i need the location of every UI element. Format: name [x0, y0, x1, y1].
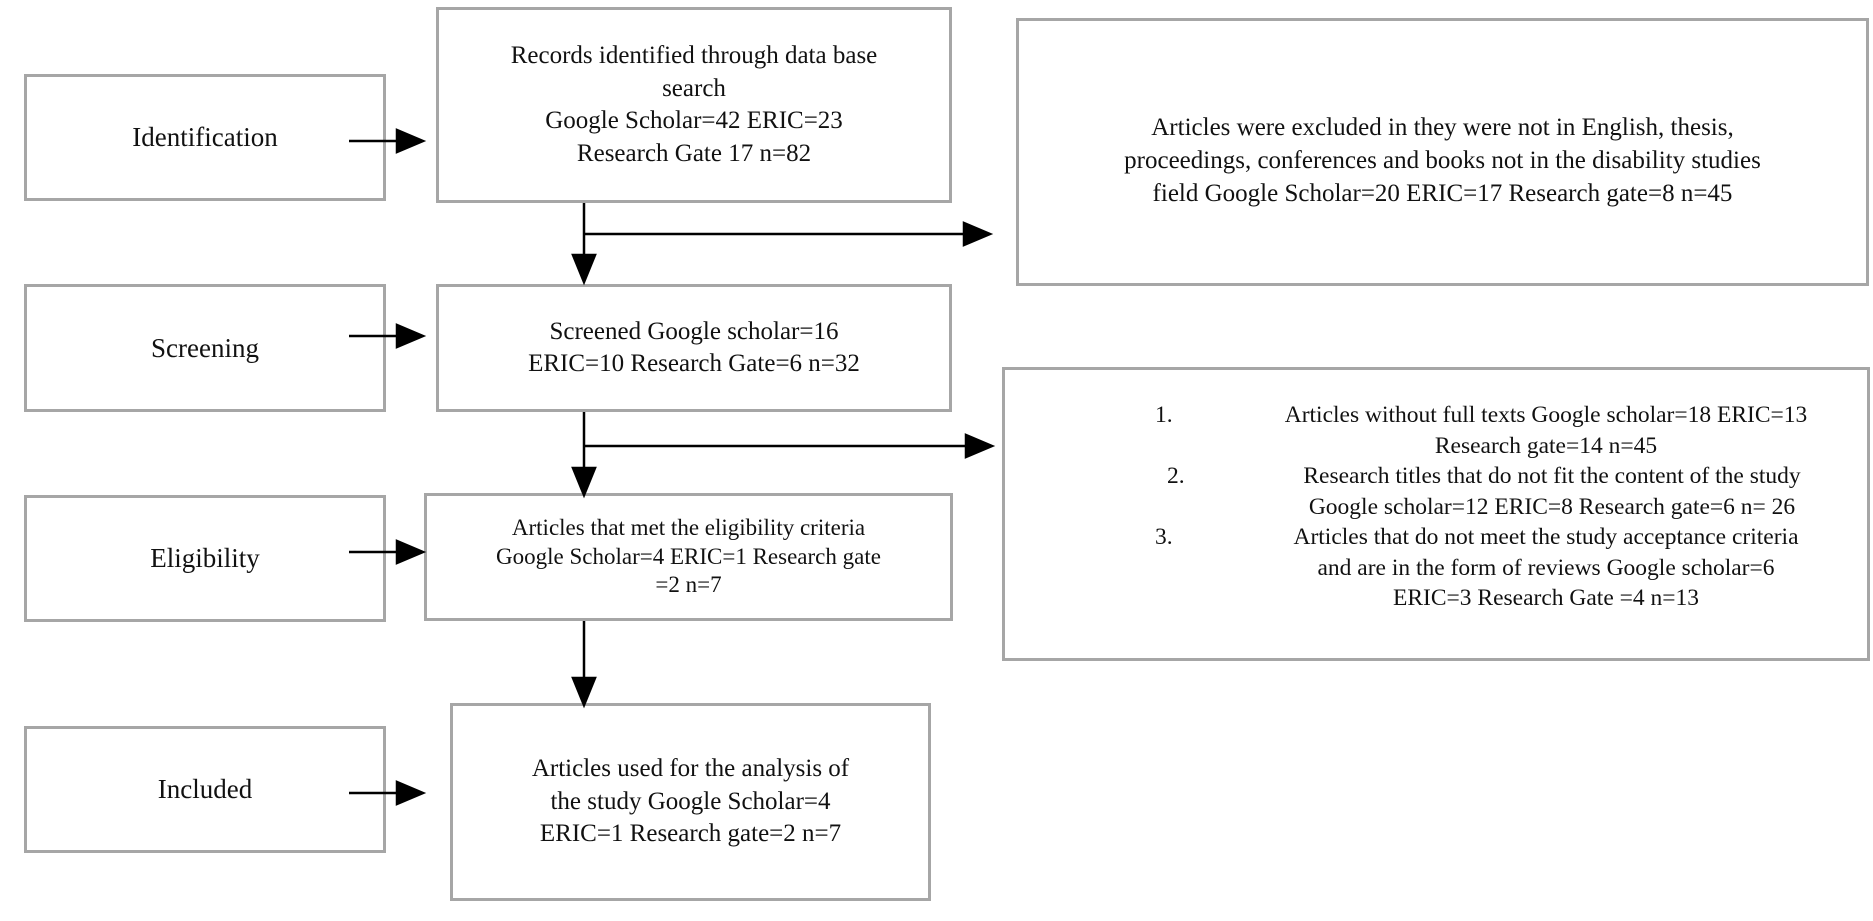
exclusion-list: 1. Articles without full texts Google sc… [1155, 400, 1847, 614]
exclusion-item-number: 3. [1155, 524, 1173, 551]
included-line: ERIC=1 Research gate=2 n=7 [539, 820, 842, 848]
arrowhead [571, 676, 597, 709]
eligible-line: Articles that met the eligibility criter… [511, 514, 866, 540]
records-identified-box: Records identified through data base sea… [436, 7, 952, 203]
included-line: Articles used for the analysis of [531, 755, 850, 783]
excluded-line: field Google Scholar=20 ERIC=17 Research… [1152, 180, 1733, 207]
exclusion-item-line: and are in the form of reviews Google sc… [1317, 554, 1775, 581]
records-line: Google Scholar=42 ERIC=23 [545, 107, 843, 134]
stage-eligibility: Eligibility [24, 495, 386, 622]
exclusion-item-line: Google scholar=12 ERIC=8 Research gate=6… [1308, 493, 1796, 520]
arrowhead [964, 433, 996, 459]
exclusion-item-line: Articles without full texts Google schol… [1284, 402, 1808, 428]
arrowhead [571, 466, 597, 499]
screened-line: Screened Google scholar=16 [549, 317, 839, 345]
exclusion-list-box: 1. Articles without full texts Google sc… [1002, 367, 1870, 661]
stage-eligibility-label: Eligibility [150, 543, 260, 573]
exclusion-item-line: Research titles that do not fit the cont… [1303, 463, 1801, 490]
included-line: the study Google Scholar=4 [550, 787, 831, 815]
excluded-line: Articles were excluded in they were not … [1151, 114, 1734, 141]
exclusion-item-line: Articles that do not meet the study acce… [1293, 524, 1799, 551]
records-line: Records identified through data base [510, 42, 878, 69]
eligible-line: Google Scholar=4 ERIC=1 Research gate [496, 543, 881, 569]
arrowhead [395, 780, 427, 806]
arrowhead [395, 128, 427, 154]
arrowhead [395, 539, 427, 565]
stage-identification-label: Identification [132, 122, 278, 152]
eligible-line: =2 n=7 [655, 572, 722, 598]
records-line: search [662, 74, 726, 102]
screened-box: Screened Google scholar=16 ERIC=10 Resea… [436, 284, 952, 412]
excluded-box: Articles were excluded in they were not … [1016, 18, 1869, 286]
stage-screening: Screening [24, 284, 386, 412]
exclusion-item: 1. Articles without full texts Google sc… [1155, 400, 1847, 461]
stage-screening-label: Screening [151, 332, 259, 363]
exclusion-item-line: Research gate=14 n=45 [1434, 432, 1658, 459]
stage-included-label: Included [157, 774, 253, 804]
exclusion-item: 3. Articles that do not meet the study a… [1155, 522, 1847, 614]
exclusion-item-number: 1. [1155, 402, 1173, 428]
stage-identification: Identification [24, 74, 386, 201]
arrowhead [962, 221, 994, 247]
included-box: Articles used for the analysis of the st… [450, 703, 931, 901]
stage-included: Included [24, 726, 386, 853]
exclusion-item-line: ERIC=3 Research Gate =4 n=13 [1392, 585, 1700, 612]
arrowhead [395, 323, 427, 349]
exclusion-item-number: 2. [1167, 463, 1185, 490]
records-line: Research Gate 17 n=82 [576, 139, 812, 167]
exclusion-item: 2. Research titles that do not fit the c… [1155, 461, 1847, 522]
excluded-line: proceedings, conferences and books not i… [1124, 147, 1761, 174]
eligible-box: Articles that met the eligibility criter… [424, 493, 953, 621]
arrowhead [571, 253, 597, 286]
screened-line: ERIC=10 Research Gate=6 n=32 [528, 350, 860, 377]
